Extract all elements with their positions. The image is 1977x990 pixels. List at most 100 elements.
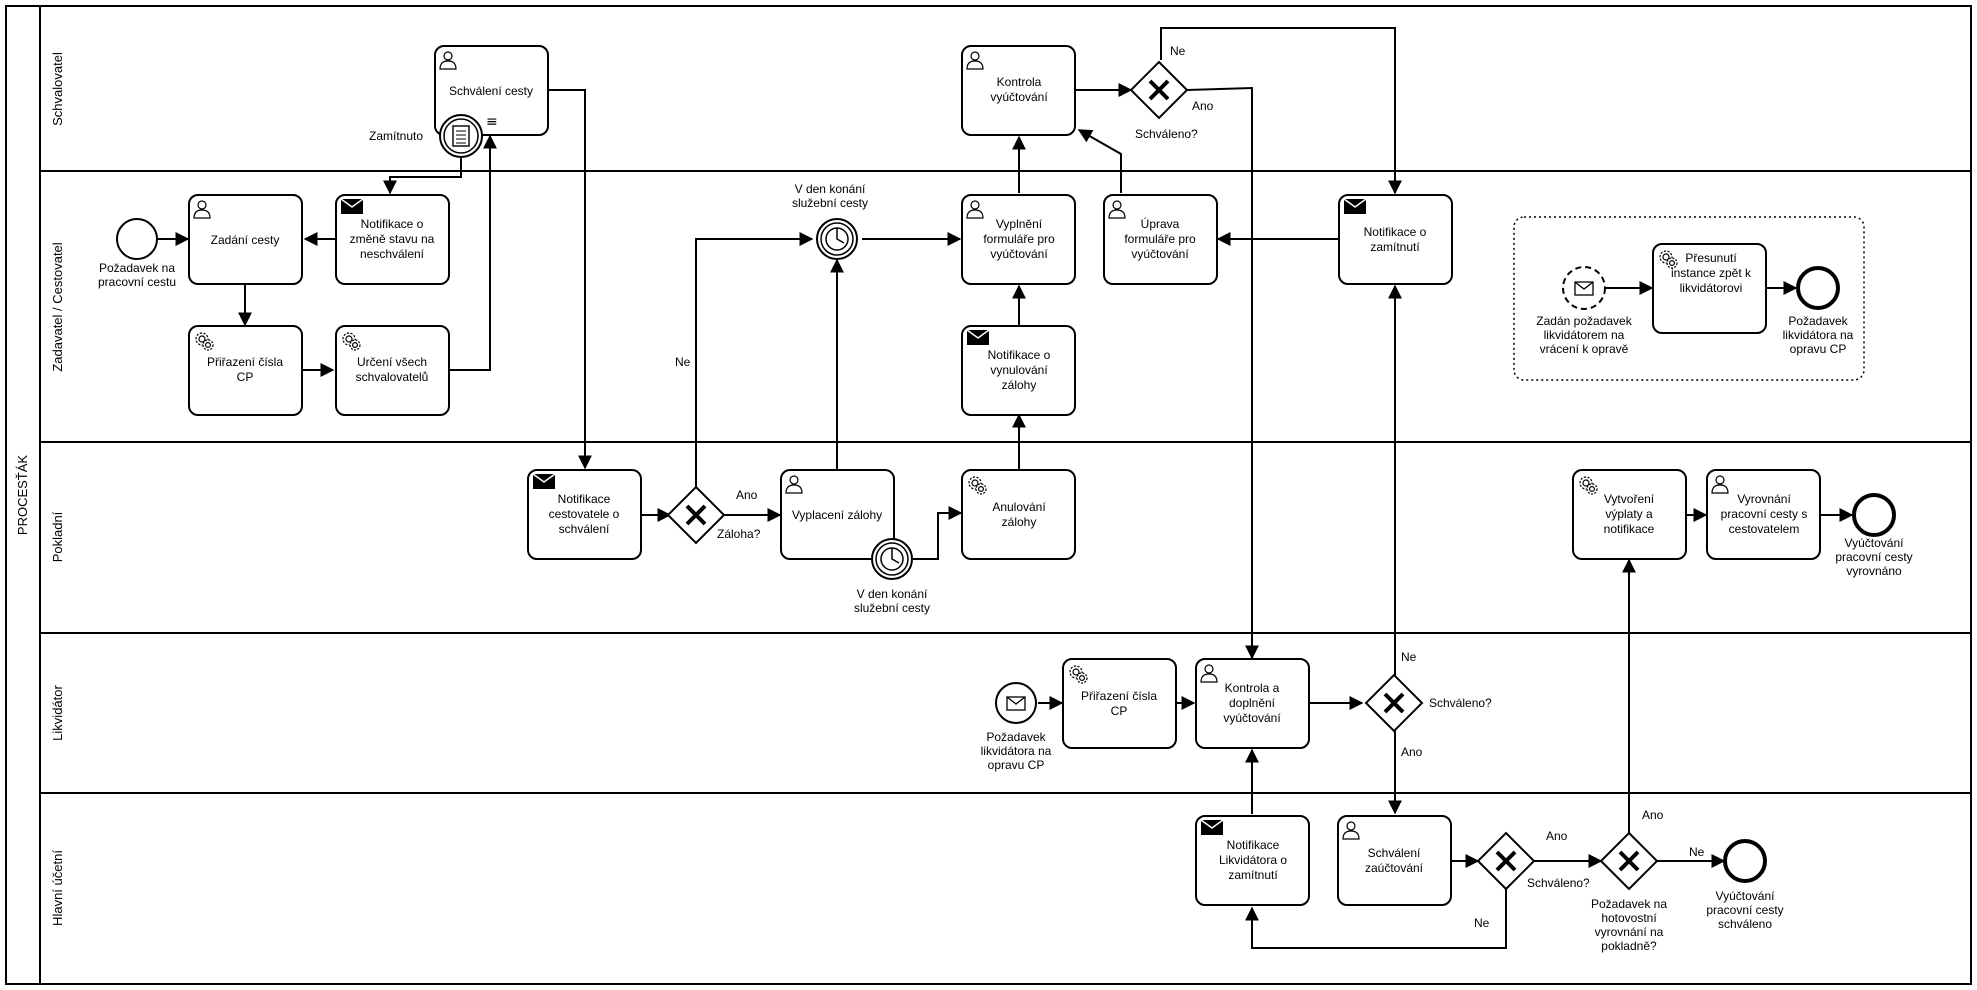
svg-text:opravu CP: opravu CP <box>988 758 1045 772</box>
lane-label-hlavni: Hlavní účetní <box>50 850 65 926</box>
task-schvaleni-cesty[interactable]: Schválení cesty ≡ <box>434 45 549 136</box>
task-uprava-formulare[interactable]: Úprava formuláře pro vyúčtování <box>1103 194 1218 285</box>
svg-text:služební cesty: služební cesty <box>792 196 868 210</box>
svg-text:Vyrovnání: Vyrovnání <box>1737 492 1791 506</box>
gateway-schvaleno-hlavni[interactable]: Schváleno? <box>1476 831 1590 891</box>
svg-text:Likvidátora o: Likvidátora o <box>1219 853 1287 867</box>
svg-text:Přiřazení čísla: Přiřazení čísla <box>207 355 283 369</box>
svg-text:cestovatele o: cestovatele o <box>549 507 620 521</box>
task-kontrola-vyuctovani[interactable]: Kontrola vyúčtování <box>961 45 1076 136</box>
gateway-label: Záloha? <box>717 527 761 541</box>
start-event-pozadavek-cestu[interactable]: Požadavek na pracovní cestu <box>98 218 176 289</box>
svg-text:cestovatelem: cestovatelem <box>1729 522 1800 536</box>
svg-text:změně stavu na: změně stavu na <box>350 232 435 246</box>
svg-text:Notifikace: Notifikace <box>1227 838 1280 852</box>
gateway-pozadavek-hotovostni[interactable]: Požadavek na hotovostní vyrovnání na pok… <box>1591 831 1667 953</box>
task-anulovani-zalohy[interactable]: Anulování zálohy <box>961 469 1076 560</box>
task-urceni-schvalovatelu[interactable]: Určení všech schvalovatelů <box>335 325 450 416</box>
svg-text:Vyplacení zálohy: Vyplacení zálohy <box>792 508 882 522</box>
task-label: vyúčtování <box>990 90 1048 104</box>
task-notifikace-likvidatora[interactable]: Notifikace Likvidátora o zamítnutí <box>1195 815 1310 906</box>
flow-label-ano: Ano <box>1546 829 1568 843</box>
task-notifikace-cestovatele[interactable]: Notifikace cestovatele o schválení <box>527 469 642 560</box>
svg-text:vyrovnáno: vyrovnáno <box>1846 564 1902 578</box>
svg-text:Vyúčtování: Vyúčtování <box>1845 536 1905 550</box>
svg-text:zamítnutí: zamítnutí <box>1370 240 1420 254</box>
svg-text:zálohy: zálohy <box>1002 378 1037 392</box>
gateway-zaloha[interactable]: Záloha? <box>666 485 761 545</box>
svg-text:vyúčtování: vyúčtování <box>1223 711 1281 725</box>
task-vyplaceni-zalohy[interactable]: Vyplacení zálohy <box>780 469 895 560</box>
svg-text:služební cesty: služební cesty <box>854 601 930 615</box>
svg-text:Notifikace o: Notifikace o <box>988 348 1051 362</box>
end-event-vyuctovani-schvaleno[interactable]: Vyúčtování pracovní cesty schváleno <box>1706 839 1784 931</box>
clock-icon <box>871 538 913 580</box>
lane-hlavni <box>39 792 1972 985</box>
lane-label-schvalovatel: Schvalovatel <box>50 52 65 126</box>
svg-text:pracovní cesty s: pracovní cesty s <box>1721 507 1808 521</box>
task-notifikace-vynulovani[interactable]: Notifikace o vynulování zálohy <box>961 325 1076 416</box>
end-event-vyuctovani-vyrovnano[interactable]: Vyúčtování pracovní cesty vyrovnáno <box>1835 493 1913 578</box>
svg-text:Přiřazení čísla: Přiřazení čísla <box>1081 689 1157 703</box>
svg-text:CP: CP <box>1111 704 1128 718</box>
svg-text:Určení všech: Určení všech <box>357 355 427 369</box>
task-schvaleni-zauctovani[interactable]: Schválení zaúčtování <box>1337 815 1452 906</box>
task-vyrovnani-cesty[interactable]: Vyrovnání pracovní cesty s cestovatelem <box>1706 469 1821 560</box>
svg-text:Notifikace: Notifikace <box>558 492 611 506</box>
svg-text:Požadavek na: Požadavek na <box>1591 897 1667 911</box>
svg-text:formuláře pro: formuláře pro <box>983 232 1055 246</box>
start-event-zadan-pozadavek[interactable]: Zadán požadavek likvidátorem na vrácení … <box>1536 266 1633 356</box>
svg-text:zamítnutí: zamítnutí <box>1228 868 1278 882</box>
gateway-schvaleno-likvidator[interactable]: Schváleno? <box>1364 673 1492 733</box>
svg-text:Schválení cesty: Schválení cesty <box>449 84 533 98</box>
svg-text:schvalovatelů: schvalovatelů <box>356 370 429 384</box>
lane-label-zadavatel: Zadavatel / Cestovatel <box>50 242 65 371</box>
flow-label-ne: Ne <box>1689 845 1705 859</box>
flow-label-ne: Ne <box>675 355 691 369</box>
clock-icon <box>816 218 858 260</box>
task-vyplneni-formulare[interactable]: Vyplnění formuláře pro vyúčtování <box>961 194 1076 285</box>
end-event-pozadavek-opravu[interactable]: Požadavek likvidátora na opravu CP <box>1783 266 1854 356</box>
boundary-event-zamitnuto[interactable]: Zamítnuto <box>369 114 483 158</box>
task-presunuti-instance[interactable]: Přesunutí instance zpět k likvidátorovi <box>1652 243 1767 334</box>
lane-label-likvidator: Likvidátor <box>50 685 65 741</box>
gateway-schvaleno-top[interactable]: Schváleno? <box>1129 60 1198 141</box>
svg-text:pokladně?: pokladně? <box>1601 939 1657 953</box>
svg-text:V den konání: V den konání <box>795 182 866 196</box>
task-prirazeni-cp[interactable]: Přiřazení čísla CP <box>188 325 303 416</box>
flow-labels: Ne Ano Ne Ano Ne Ano Ano Ne Ano Ne <box>675 44 1705 930</box>
svg-text:notifikace: notifikace <box>1604 522 1655 536</box>
svg-text:vynulování: vynulování <box>990 363 1048 377</box>
svg-text:doplnění: doplnění <box>1229 696 1276 710</box>
svg-text:zálohy: zálohy <box>1002 515 1037 529</box>
timer-event-top[interactable]: V den konání služební cesty <box>792 182 868 260</box>
flow-label-ne: Ne <box>1401 650 1417 664</box>
svg-text:Vytvoření: Vytvoření <box>1604 492 1655 506</box>
task-zadani-cesty[interactable]: Zadání cesty <box>188 194 303 285</box>
svg-text:schválení: schválení <box>559 522 610 536</box>
timer-boundary-event[interactable]: V den konání služební cesty <box>854 538 930 615</box>
task-kontrola-doplneni[interactable]: Kontrola a doplnění vyúčtování <box>1195 658 1310 749</box>
svg-text:Vyúčtování: Vyúčtování <box>1716 889 1776 903</box>
svg-text:pracovní cesty: pracovní cesty <box>1706 903 1783 917</box>
svg-text:opravu CP: opravu CP <box>1790 342 1847 356</box>
task-notifikace-zamitnuti[interactable]: Notifikace o zamítnutí <box>1338 194 1453 285</box>
svg-text:výplaty a: výplaty a <box>1605 507 1653 521</box>
task-notifikace-zmena[interactable]: Notifikace o změně stavu na neschválení <box>335 194 450 285</box>
flow-label-ano: Ano <box>1192 99 1214 113</box>
svg-text:vyúčtování: vyúčtování <box>990 247 1048 261</box>
svg-text:pracovní cesty: pracovní cesty <box>1835 550 1912 564</box>
svg-text:Anulování: Anulování <box>992 500 1046 514</box>
svg-text:Požadavek: Požadavek <box>1788 314 1848 328</box>
sequence-flows <box>158 27 1854 949</box>
task-vytvoreni-vyplaty[interactable]: Vytvoření výplaty a notifikace <box>1572 469 1687 560</box>
svg-text:likvidátora na: likvidátora na <box>981 744 1052 758</box>
svg-text:likvidátorem na: likvidátorem na <box>1544 328 1625 342</box>
svg-text:V den konání: V den konání <box>857 587 928 601</box>
start-event-pozadavek-opravu[interactable]: Požadavek likvidátora na opravu CP <box>981 682 1052 772</box>
task-prirazeni-cp-likvidator[interactable]: Přiřazení čísla CP <box>1062 658 1177 749</box>
svg-text:Zadání cesty: Zadání cesty <box>211 233 280 247</box>
svg-text:Úprava: Úprava <box>1141 216 1180 231</box>
flow-label-ano: Ano <box>736 488 758 502</box>
